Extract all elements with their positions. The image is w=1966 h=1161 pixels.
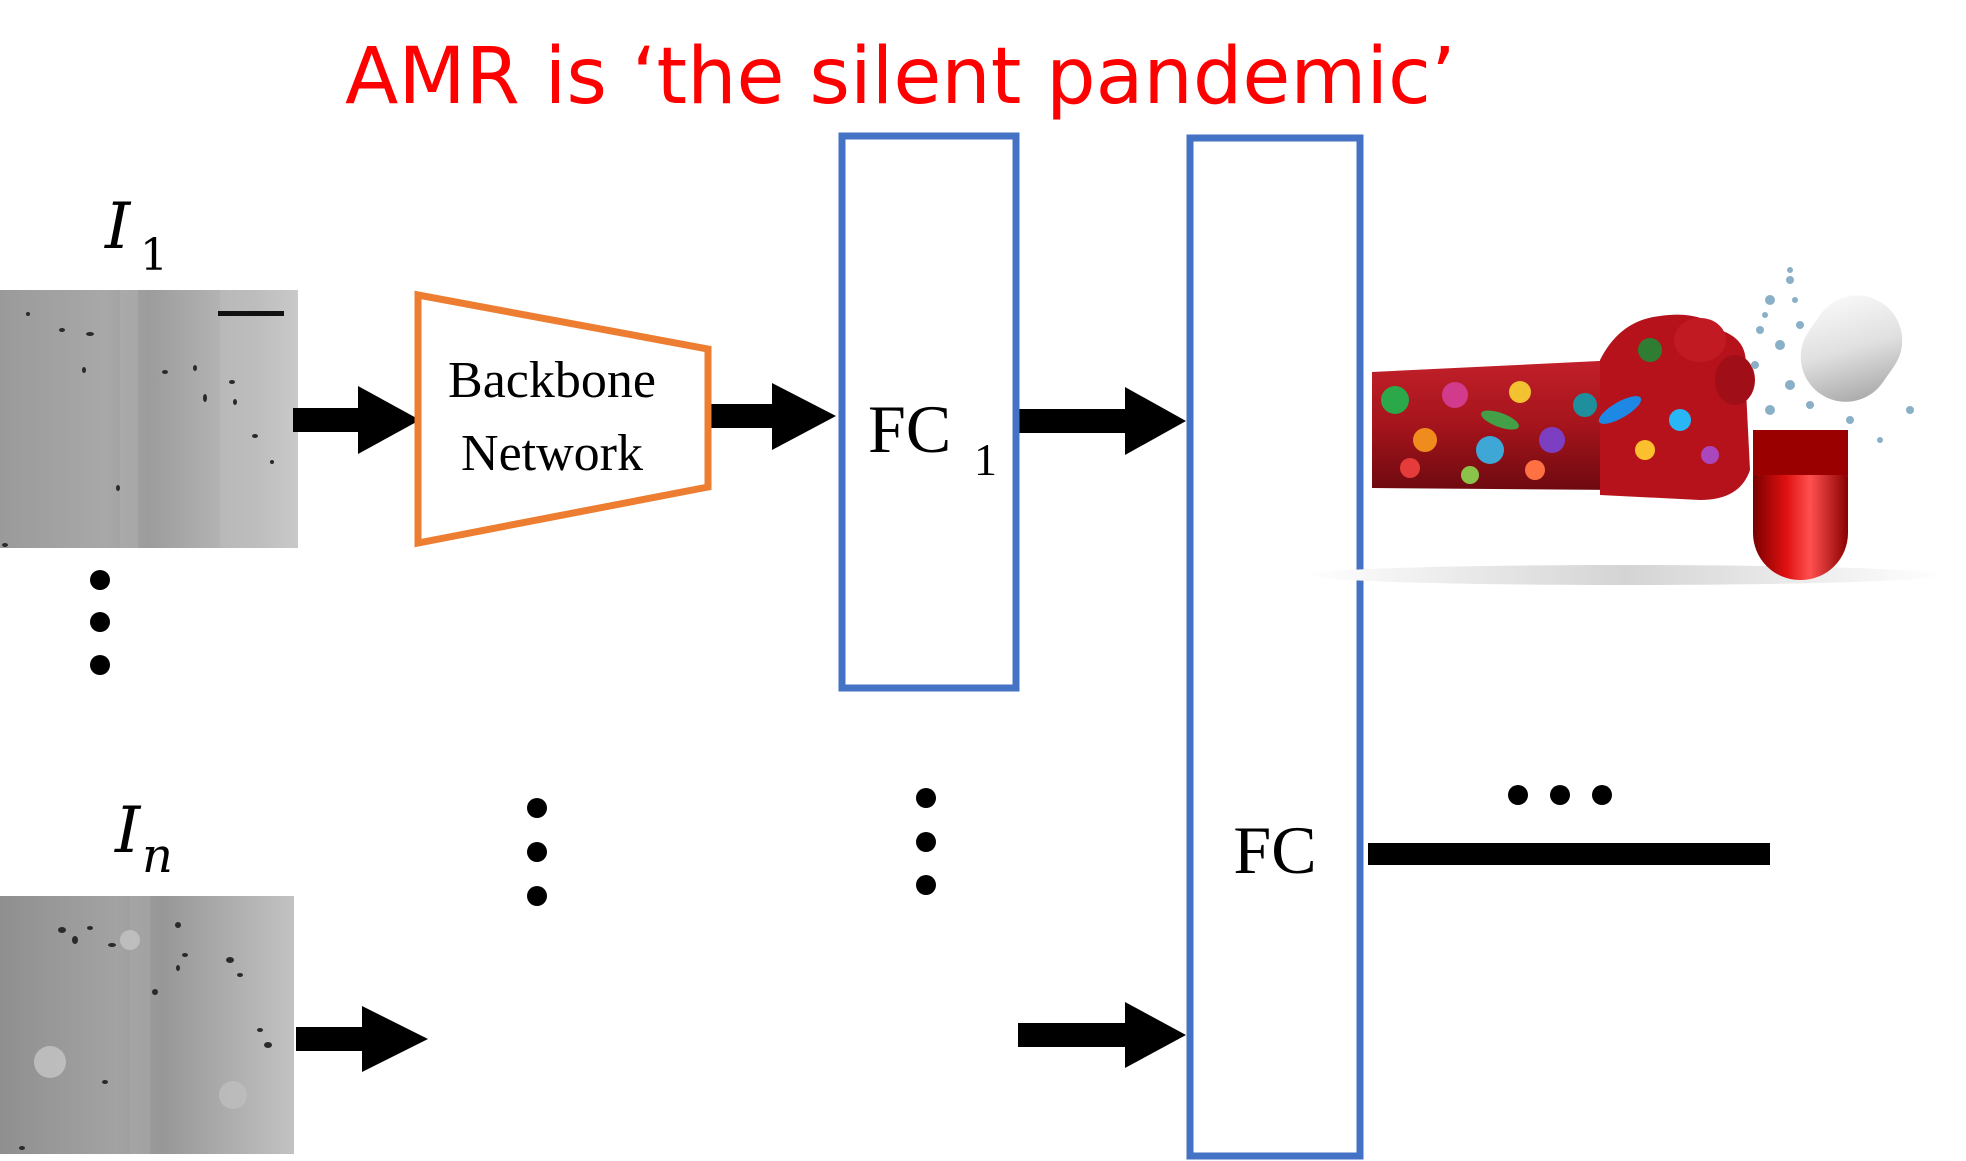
fc-block: FC — [1186, 134, 1364, 1160]
fc1-ellipsis — [916, 788, 936, 895]
arrow-backbone-to-fc1 — [706, 383, 836, 450]
arrow-image-n — [296, 1006, 428, 1072]
ellipsis-icon — [1508, 785, 1612, 805]
bacteria-fist-punching-antibiotic-capsule-image — [1305, 267, 1945, 585]
input-subscript-first: 1 — [140, 230, 168, 281]
microscopy-image-last — [0, 896, 294, 1154]
fc-label: FC — [1233, 812, 1316, 888]
input-label-last: I n — [114, 794, 173, 884]
microscopy-image-first — [0, 290, 298, 548]
fc1-subscript: 1 — [974, 434, 997, 485]
input-label-first: I 1 — [104, 190, 168, 281]
scale-bar — [218, 311, 284, 316]
fc1-label: FC — [868, 391, 951, 467]
arrow-fc1-to-fc — [1018, 387, 1186, 455]
diagram-title: AMR is ‘the silent pandemic’ — [345, 32, 1456, 122]
input-symbol-last: I — [114, 794, 142, 868]
input-subscript-last: n — [142, 828, 173, 884]
backbone-label-line2: Network — [461, 425, 643, 482]
backbone-ellipsis — [527, 798, 547, 906]
arrow-image1-to-backbone — [293, 386, 420, 454]
output-line — [1368, 785, 1770, 865]
arrows — [293, 383, 1186, 1072]
backbone-network-block: Backbone Network — [414, 290, 712, 548]
fc1-block: FC 1 — [838, 132, 1020, 692]
arrow-to-fc-lower — [1018, 1002, 1186, 1068]
input-symbol-first: I — [104, 190, 132, 264]
input-ellipsis — [90, 570, 110, 675]
backbone-label-line1: Backbone — [448, 352, 656, 409]
